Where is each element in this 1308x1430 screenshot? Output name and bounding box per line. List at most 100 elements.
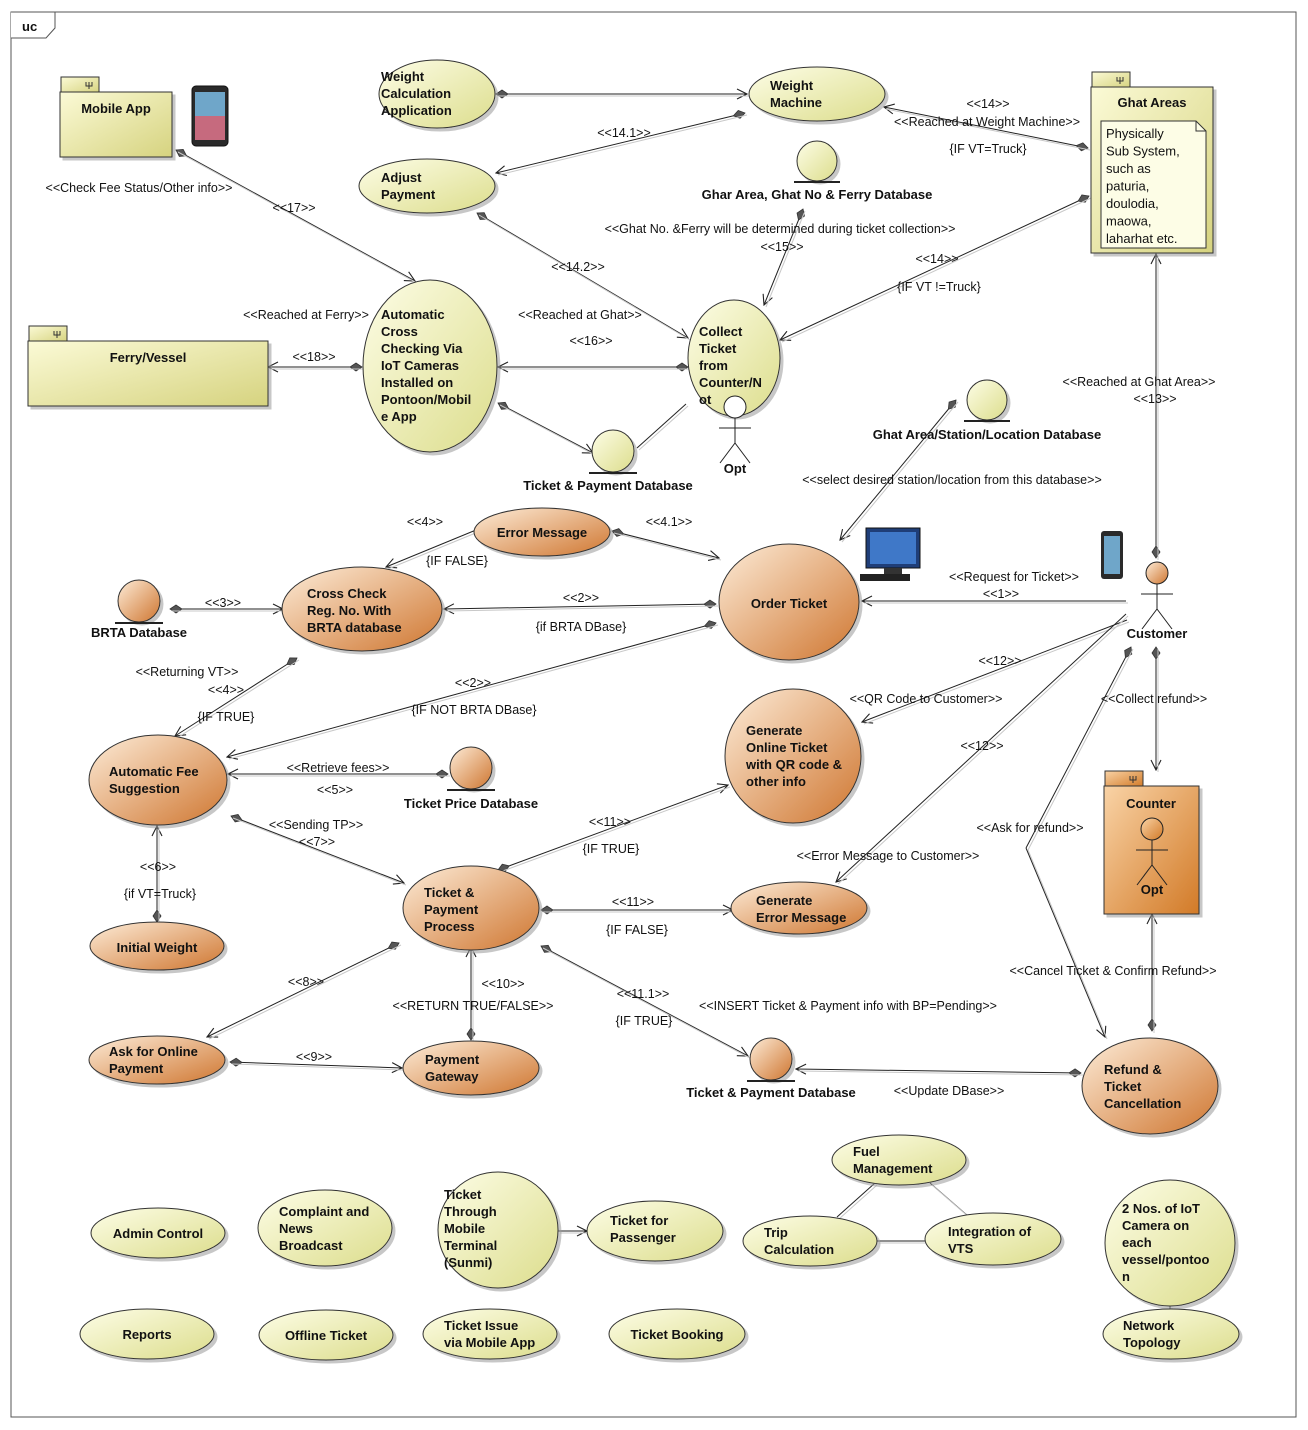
usecase-order-ticket: Order Ticket (718, 543, 860, 661)
relationship-line (444, 604, 716, 609)
relationship-line (796, 1069, 1081, 1073)
relationship-line (1025, 847, 1105, 1037)
relationship-label: {IF TRUE} (198, 710, 255, 724)
usecase-error-message: Error Message (473, 507, 611, 557)
entity-ticket-db-top: Ticket & Payment Database (523, 429, 693, 493)
relationship-line (386, 529, 477, 567)
relationship-label: <<7>> (299, 835, 335, 849)
relationship-label: <<1>> (983, 587, 1019, 601)
usecase-ticket-booking: Ticket Booking (608, 1308, 746, 1360)
relationship-line (862, 619, 1128, 722)
relationship-label: <<11>> (612, 895, 654, 909)
phone-icon (191, 85, 229, 147)
svg-text:Ghat Area/Station/Location Dat: Ghat Area/Station/Location Database (873, 427, 1102, 442)
svg-text:Ticket Price Database: Ticket Price Database (404, 796, 538, 811)
usecase-admin-control: Admin Control (90, 1207, 226, 1259)
package-ferry: Ferry/Vessel (27, 325, 269, 407)
relationship-label: <<Reached at Ferry>> (243, 308, 369, 322)
relationship-line (231, 816, 404, 883)
relationship-label: <<Reached at Weight Machine>> (894, 115, 1080, 129)
actor-customer: Customer (1127, 561, 1188, 641)
relationship-label: {IF FALSE} (606, 923, 668, 937)
relationship-label: {IF NOT BRTA DBase} (411, 703, 536, 717)
usecase-offline: Offline Ticket (258, 1309, 394, 1361)
relationship-label: <<14>> (966, 97, 1009, 111)
relationship-label: <<2>> (455, 676, 491, 690)
relationship-line (496, 113, 745, 173)
relationship-label: <<QR Code to Customer>> (850, 692, 1003, 706)
relationship-label: {IF FALSE} (426, 554, 488, 568)
relationship-label: <<13>> (1133, 392, 1176, 406)
svg-text:Order Ticket: Order Ticket (751, 596, 828, 611)
relationship-line (498, 785, 728, 870)
relationship-line (612, 531, 719, 558)
relationship-label: <<Check Fee Status/Other info>> (46, 181, 233, 195)
desktop-computer-icon (860, 527, 921, 581)
relationship-label: {IF TRUE} (583, 842, 640, 856)
diagram-frame: uc (10, 11, 1297, 1418)
relationship-label: <<Reached at Ghat>> (518, 308, 642, 322)
usecase-initial-weight: Initial Weight (89, 921, 225, 971)
relationship-label: {if VT=Truck} (124, 887, 196, 901)
relationship-line (636, 403, 687, 449)
relationship-label: <<2>> (563, 591, 599, 605)
relationship-label: <<3>> (205, 596, 241, 610)
actor-opt-counter: Opt (1136, 817, 1168, 897)
relationship-label: <<5>> (317, 783, 353, 797)
svg-text:Mobile App: Mobile App (81, 101, 151, 116)
svg-text:Ticket Booking: Ticket Booking (631, 1327, 724, 1342)
relationship-label: <<Returning VT>> (136, 665, 239, 679)
relationship-label: <<Cancel Ticket & Confirm Refund>> (1009, 964, 1216, 978)
relationship-label: {IF TRUE} (616, 1014, 673, 1028)
svg-text:Admin Control: Admin Control (113, 1226, 203, 1241)
relationship-line (230, 1062, 402, 1068)
svg-text:Initial Weight: Initial Weight (117, 940, 198, 955)
relationship-label: <<Ghat No. &Ferry will be determined dur… (605, 222, 956, 236)
relationship-label: <<Collect refund>> (1101, 692, 1207, 706)
entity-ticket-db-bottom: Ticket & Payment Database (686, 1037, 856, 1100)
relationship-line (884, 107, 1088, 148)
relationship-label: {IF VT=Truck} (950, 142, 1027, 156)
relationship-label: <<4>> (407, 515, 443, 529)
svg-text:Customer: Customer (1127, 626, 1188, 641)
relationship-lines (157, 94, 1173, 1312)
relationship-label: <<11.1>> (617, 987, 670, 1001)
relationship-label: <<12>> (978, 654, 1021, 668)
entity-ghat-ferry-db: Ghar Area, Ghat No & Ferry Database (702, 140, 932, 202)
svg-text:BRTA Database: BRTA Database (91, 625, 187, 640)
svg-text:Opt: Opt (724, 461, 747, 476)
relationship-label: <<18>> (292, 350, 335, 364)
relationship-label: <<Request for Ticket>> (949, 570, 1079, 584)
svg-text:Ghat Areas: Ghat Areas (1118, 95, 1187, 110)
entity-ghat-station-db: Ghat Area/Station/Location Database (873, 379, 1102, 442)
relationship-label: {IF VT !=Truck} (897, 280, 981, 294)
